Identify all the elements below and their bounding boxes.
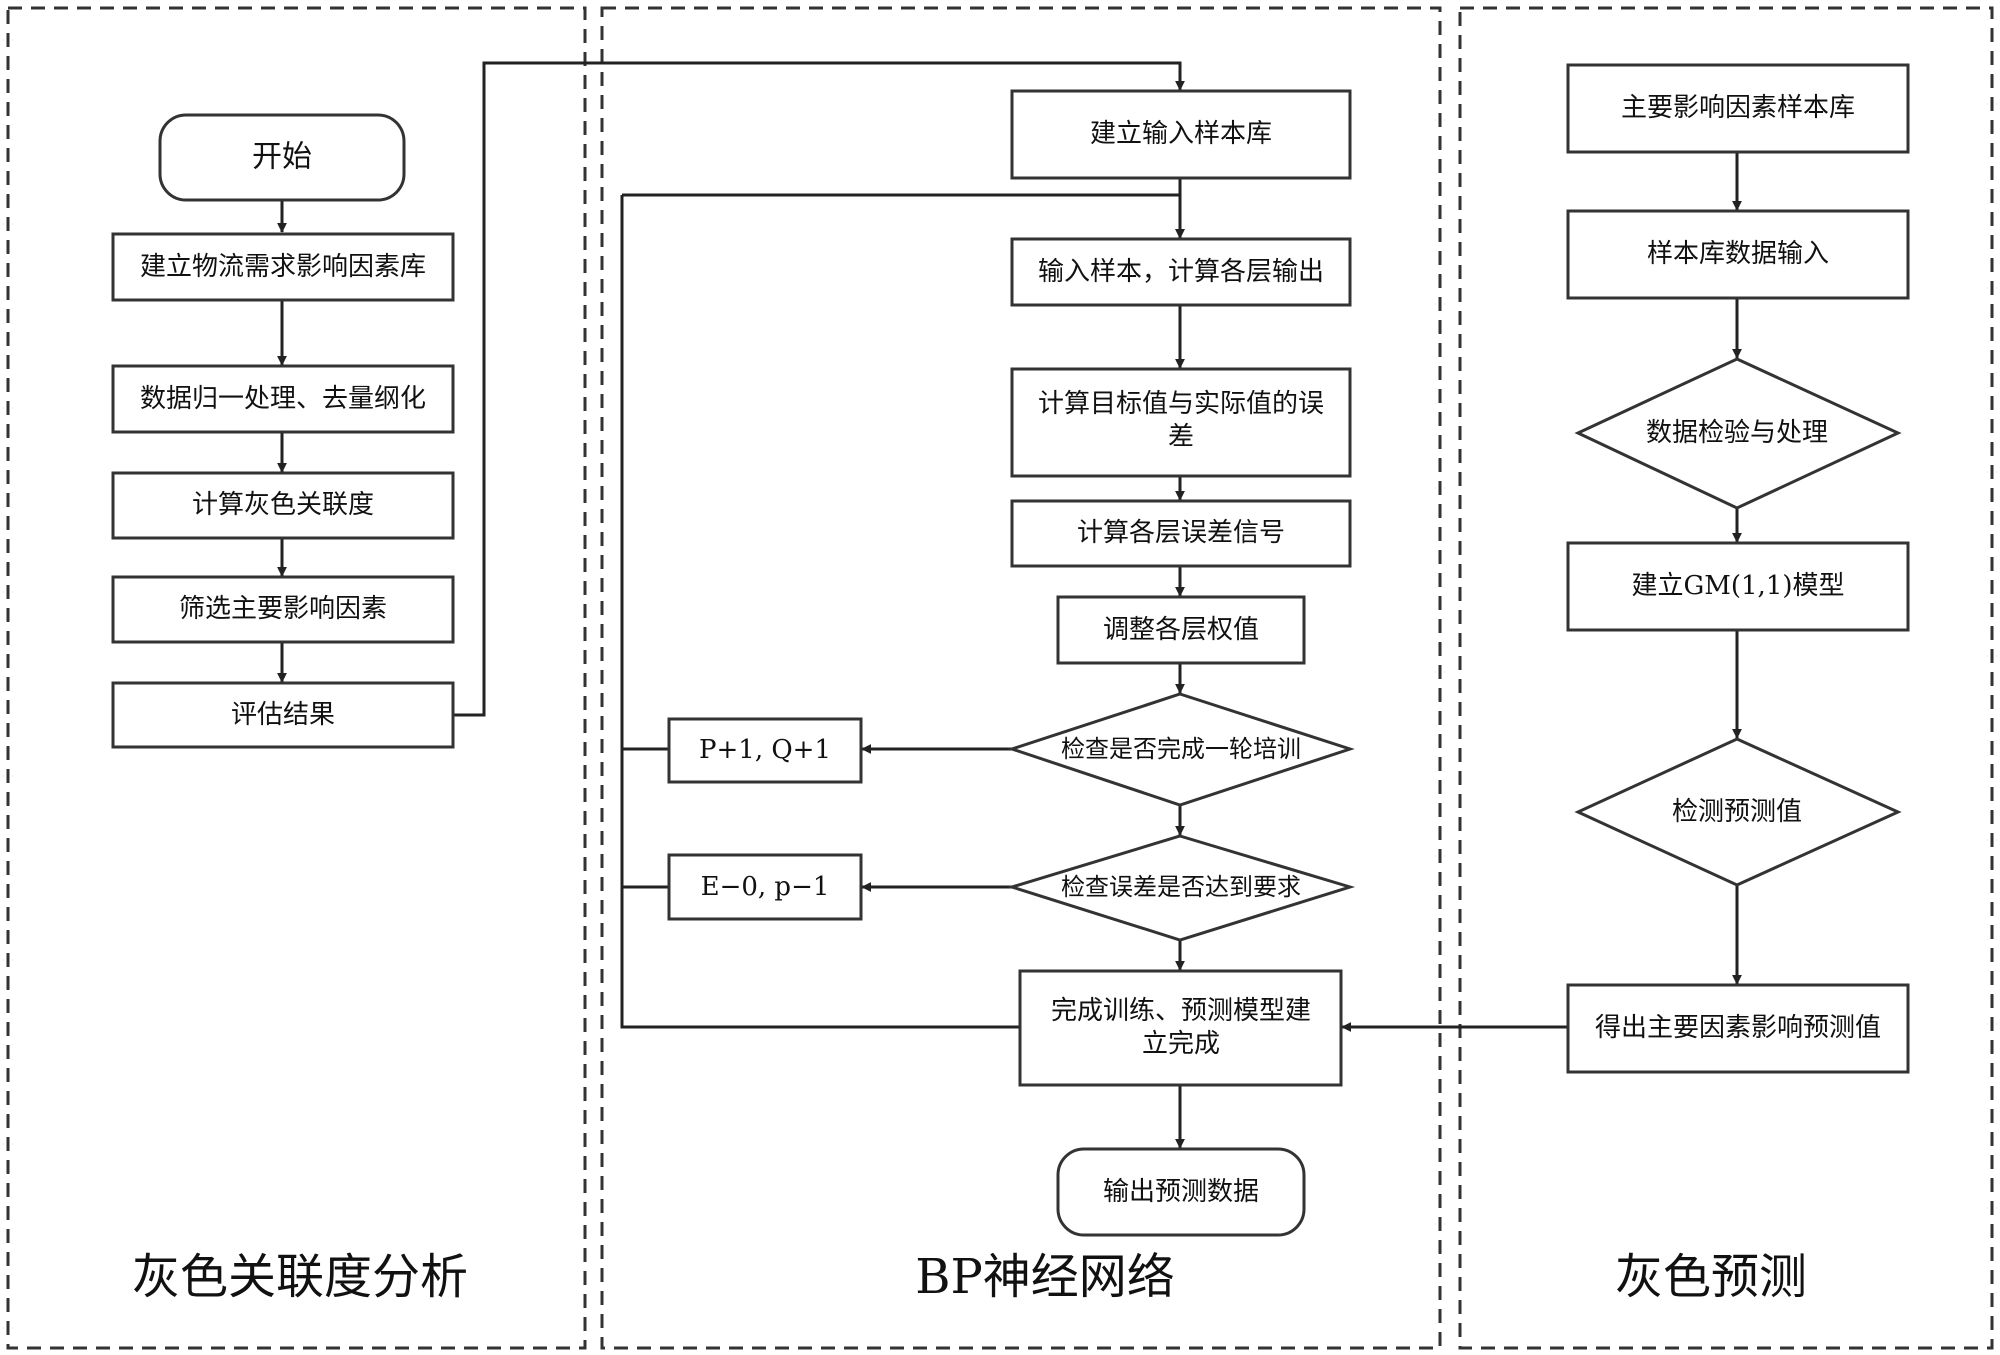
panel-title-grey-forecast: 灰色预测 [1615,1249,1807,1305]
node-e-reset [667,853,863,921]
node-calc-error-label-line1: 计算目标值与实际值的误 [1038,389,1324,419]
node-e-reset-label: E−0, p−1 [701,872,830,902]
node-start-label: 开始 [252,140,312,175]
panel-grey-relation [6,6,587,1350]
node-main-factor-db-label: 主要影响因素样本库 [1621,93,1855,123]
node-build-gm-label: 建立GM(1,1)模型 [1631,571,1844,601]
node-check-error [1006,834,1356,942]
panel-title-grey-relation: 灰色关联度分析 [132,1249,468,1305]
node-obtain-pred [1566,983,1910,1074]
panel-bp-network [600,6,1442,1350]
node-adjust-weights [1056,595,1306,665]
node-complete [1018,969,1343,1087]
node-select-factors [111,575,455,644]
node-output-data-label: 输出预测数据 [1103,1177,1259,1207]
node-layer-error [1010,499,1352,568]
node-select-factors-label: 筛选主要影响因素 [179,594,387,624]
node-complete-label-line2: 立完成 [1142,1029,1220,1059]
arrow-evaluate-to-input-db [452,61,1185,717]
node-check-pred-label: 检测预测值 [1672,797,1802,827]
node-start [158,113,406,202]
node-sample-input [1566,209,1910,300]
node-evaluate [111,681,455,749]
node-check-error-label: 检查误差是否达到要求 [1061,873,1301,901]
node-data-check-label: 数据检验与处理 [1646,418,1828,448]
node-sample-input-label: 样本库数据输入 [1647,239,1829,269]
node-layer-error-label: 计算各层误差信号 [1077,518,1285,548]
node-check-round-label: 检查是否完成一轮培训 [1061,735,1301,763]
node-normalize [111,364,455,434]
line-complete-to-loop [620,195,1020,1029]
node-normalize-label: 数据归一处理、去量纲化 [140,384,426,414]
node-grey-relation-label: 计算灰色关联度 [192,490,374,520]
panel-grey-forecast [1458,6,1994,1350]
node-obtain-pred-label: 得出主要因素影响预测值 [1595,1013,1881,1043]
node-pq-increment [667,717,863,784]
panel-title-bp-network: BP神经网络 [915,1249,1175,1305]
arrow-loop-to-samples [622,193,1185,239]
node-input-samples [1010,237,1352,307]
node-build-input-db-label: 建立输入样本库 [1090,119,1272,149]
node-output-data [1056,1147,1306,1237]
node-grey-relation [111,471,455,540]
node-build-input-db [1010,89,1352,180]
node-input-samples-label: 输入样本，计算各层输出 [1038,257,1324,287]
node-build-factor-db [111,232,455,302]
node-main-factor-db [1566,63,1910,154]
node-pq-increment-label: P+1, Q+1 [699,735,831,765]
node-complete-label-line1: 完成训练、预测模型建 [1051,996,1311,1026]
node-calc-error [1010,367,1352,478]
node-check-round [1007,692,1355,807]
node-data-check [1574,357,1902,510]
node-adjust-weights-label: 调整各层权值 [1103,615,1259,645]
node-build-gm [1566,541,1910,632]
node-build-factor-db-label: 建立物流需求影响因素库 [140,252,426,282]
node-evaluate-label: 评估结果 [231,700,335,730]
node-check-pred [1574,737,1902,887]
node-calc-error-label-line2: 差 [1168,422,1194,452]
